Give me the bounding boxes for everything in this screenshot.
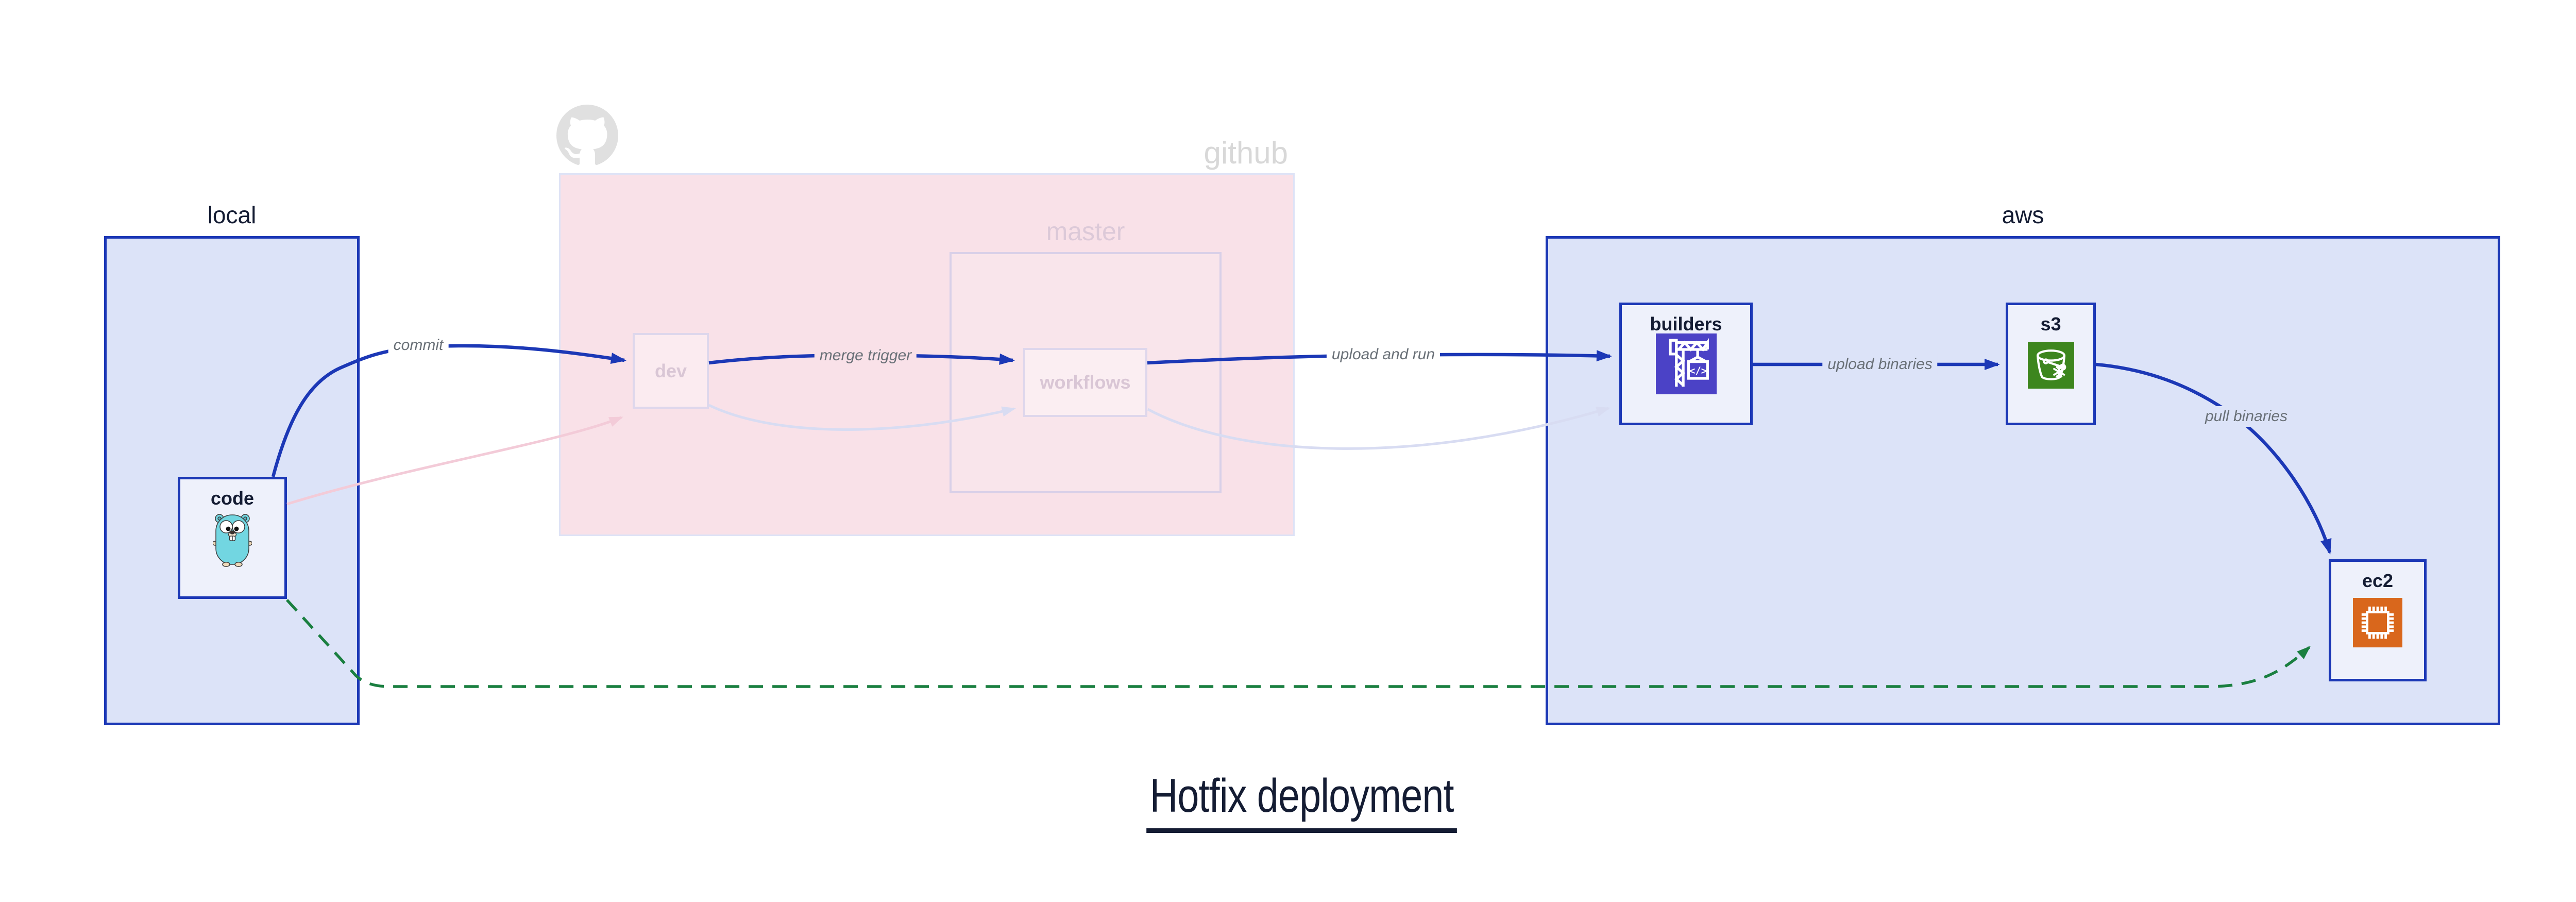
node-workflows-label: workflows [1040,372,1131,393]
edge-faded-code-dev [286,416,623,506]
node-dev-label: dev [654,360,687,381]
node-code-label: code [210,488,255,509]
diagram-title-text: Hotfix deployment [1146,769,1458,833]
node-ec2-label: ec2 [2362,570,2394,591]
local-container-label: local [207,202,257,228]
edge-label-upload-and-run: upload and run [1326,344,1440,365]
node-builders-label: builders [1650,313,1722,335]
node-s3: s3 [2006,303,2096,425]
edge-pull-binaries-line [2095,362,2332,555]
edge-faded-dev-workflows [708,404,1016,431]
node-workflows: workflows [1023,348,1147,417]
node-builders: builders </> [1619,303,1753,425]
master-container-label: master [1046,217,1125,246]
node-code: code [178,477,287,599]
aws-container-label: aws [2002,202,2044,228]
edge-label-merge-trigger: merge trigger [814,345,917,366]
edge-label-upload-binaries: upload binaries [1822,354,1938,375]
github-octocat-icon [556,105,618,165]
node-dev: dev [633,333,709,409]
github-container-label: github [1204,136,1288,170]
node-s3-label: s3 [2040,313,2061,335]
master-branch-container [950,252,1222,493]
edge-label-commit: commit [388,335,449,356]
edge-label-pull-binaries: pull binaries [2199,406,2293,427]
diagram-title: Hotfix deployment [1096,769,1508,833]
go-gopher-icon [213,514,252,567]
node-ec2: ec2 [2329,559,2427,681]
edge-faded-workflows-builders [1147,406,1611,450]
edge-commit-line [271,344,626,477]
s3-bucket-icon [2027,342,2074,389]
svg-text:</>: </> [1689,365,1707,377]
edge-hotfix-dashed [285,599,2311,688]
ec2-chip-icon [2353,598,2402,647]
codebuild-crane-icon: </> [1655,333,1717,394]
